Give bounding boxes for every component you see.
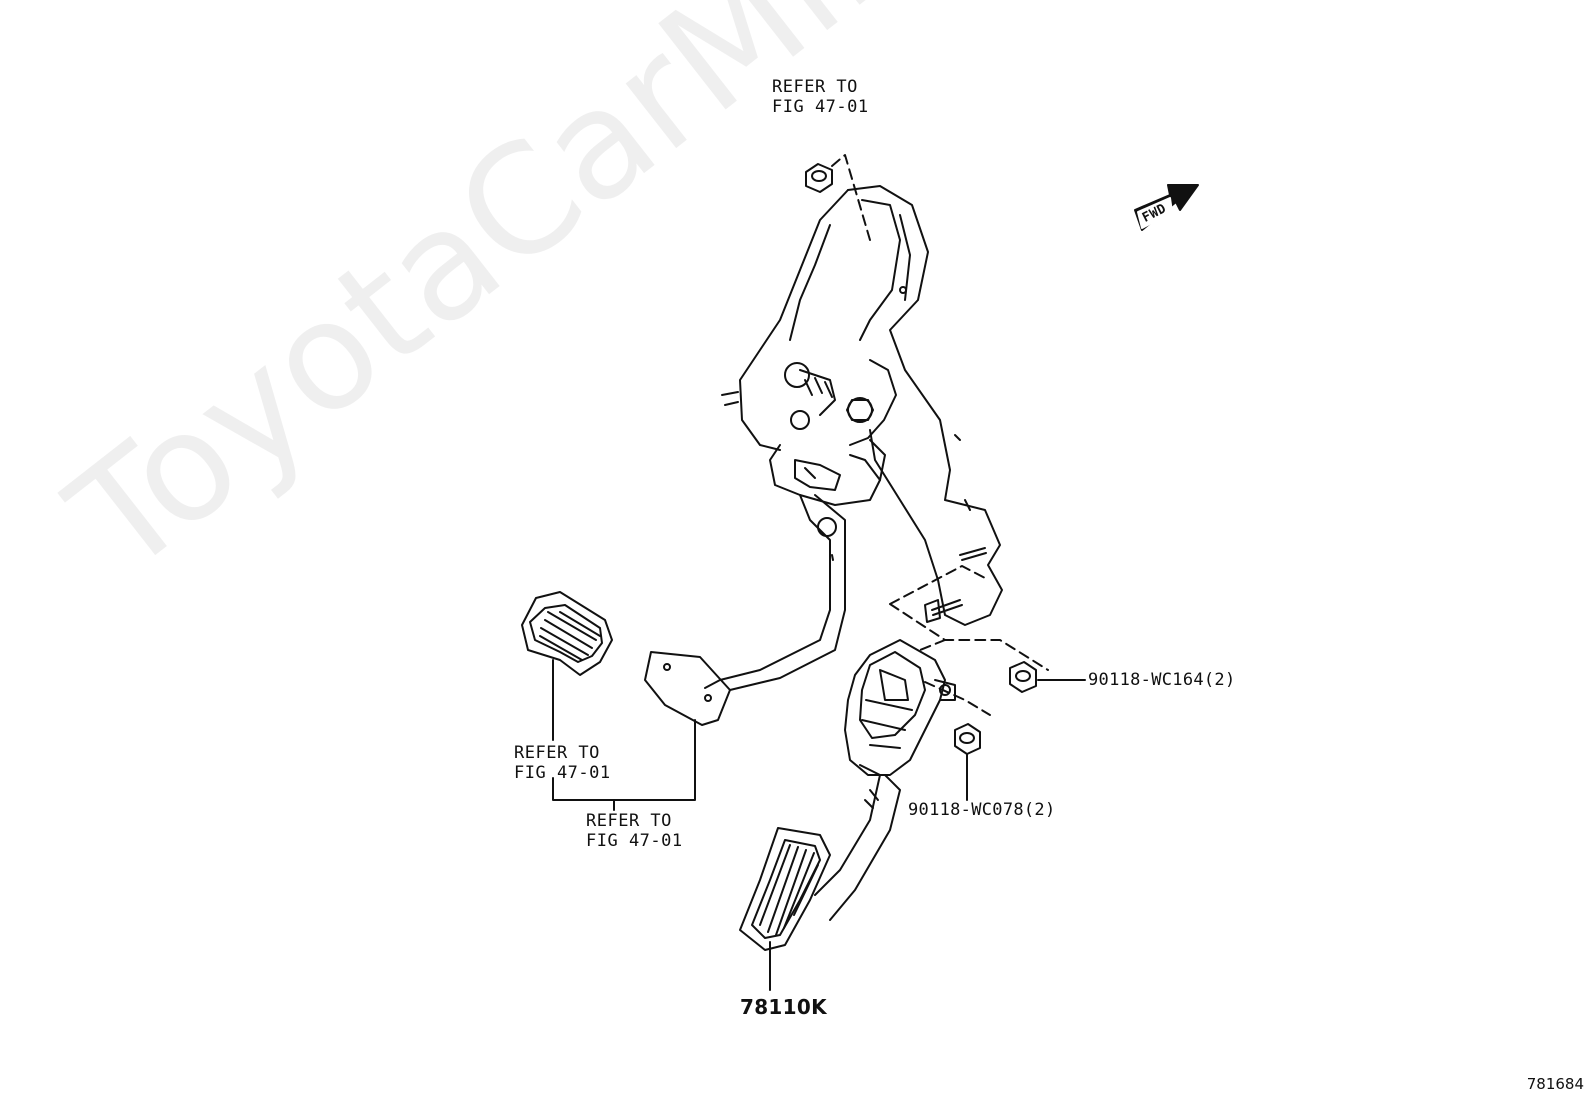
refer-left-line2: FIG 47-01: [514, 763, 611, 783]
refer-bottom-line1: REFER TO: [586, 811, 672, 831]
refer-bottom-line2: FIG 47-01: [586, 831, 683, 851]
pedal-bracket: [721, 185, 1003, 626]
refer-top-line1: REFER TO: [772, 77, 858, 97]
brake-pedal-pad-icon: [521, 591, 613, 676]
part-nut-wc164[interactable]: 90118-WC164(2): [1088, 670, 1236, 690]
brake-pedal-plate: [644, 651, 731, 726]
refer-top-line2: FIG 47-01: [772, 97, 869, 117]
brake-arm: [704, 494, 846, 691]
accelerator-pedal-assembly: [739, 639, 956, 951]
nut-wc078-icon: [954, 723, 981, 755]
fwd-arrow-icon: [1134, 184, 1199, 231]
part-nut-wc078[interactable]: 90118-WC078(2): [908, 800, 1056, 820]
refer-left-line1: REFER TO: [514, 743, 600, 763]
top-nut-icon: [805, 163, 833, 193]
image-id: 781684: [1526, 1075, 1584, 1093]
stud-bolt-icon: [924, 547, 987, 623]
part-78110k[interactable]: 78110K: [740, 995, 827, 1019]
leader-refer-bottom: [552, 719, 696, 801]
nut-wc164-icon: [1009, 661, 1037, 693]
